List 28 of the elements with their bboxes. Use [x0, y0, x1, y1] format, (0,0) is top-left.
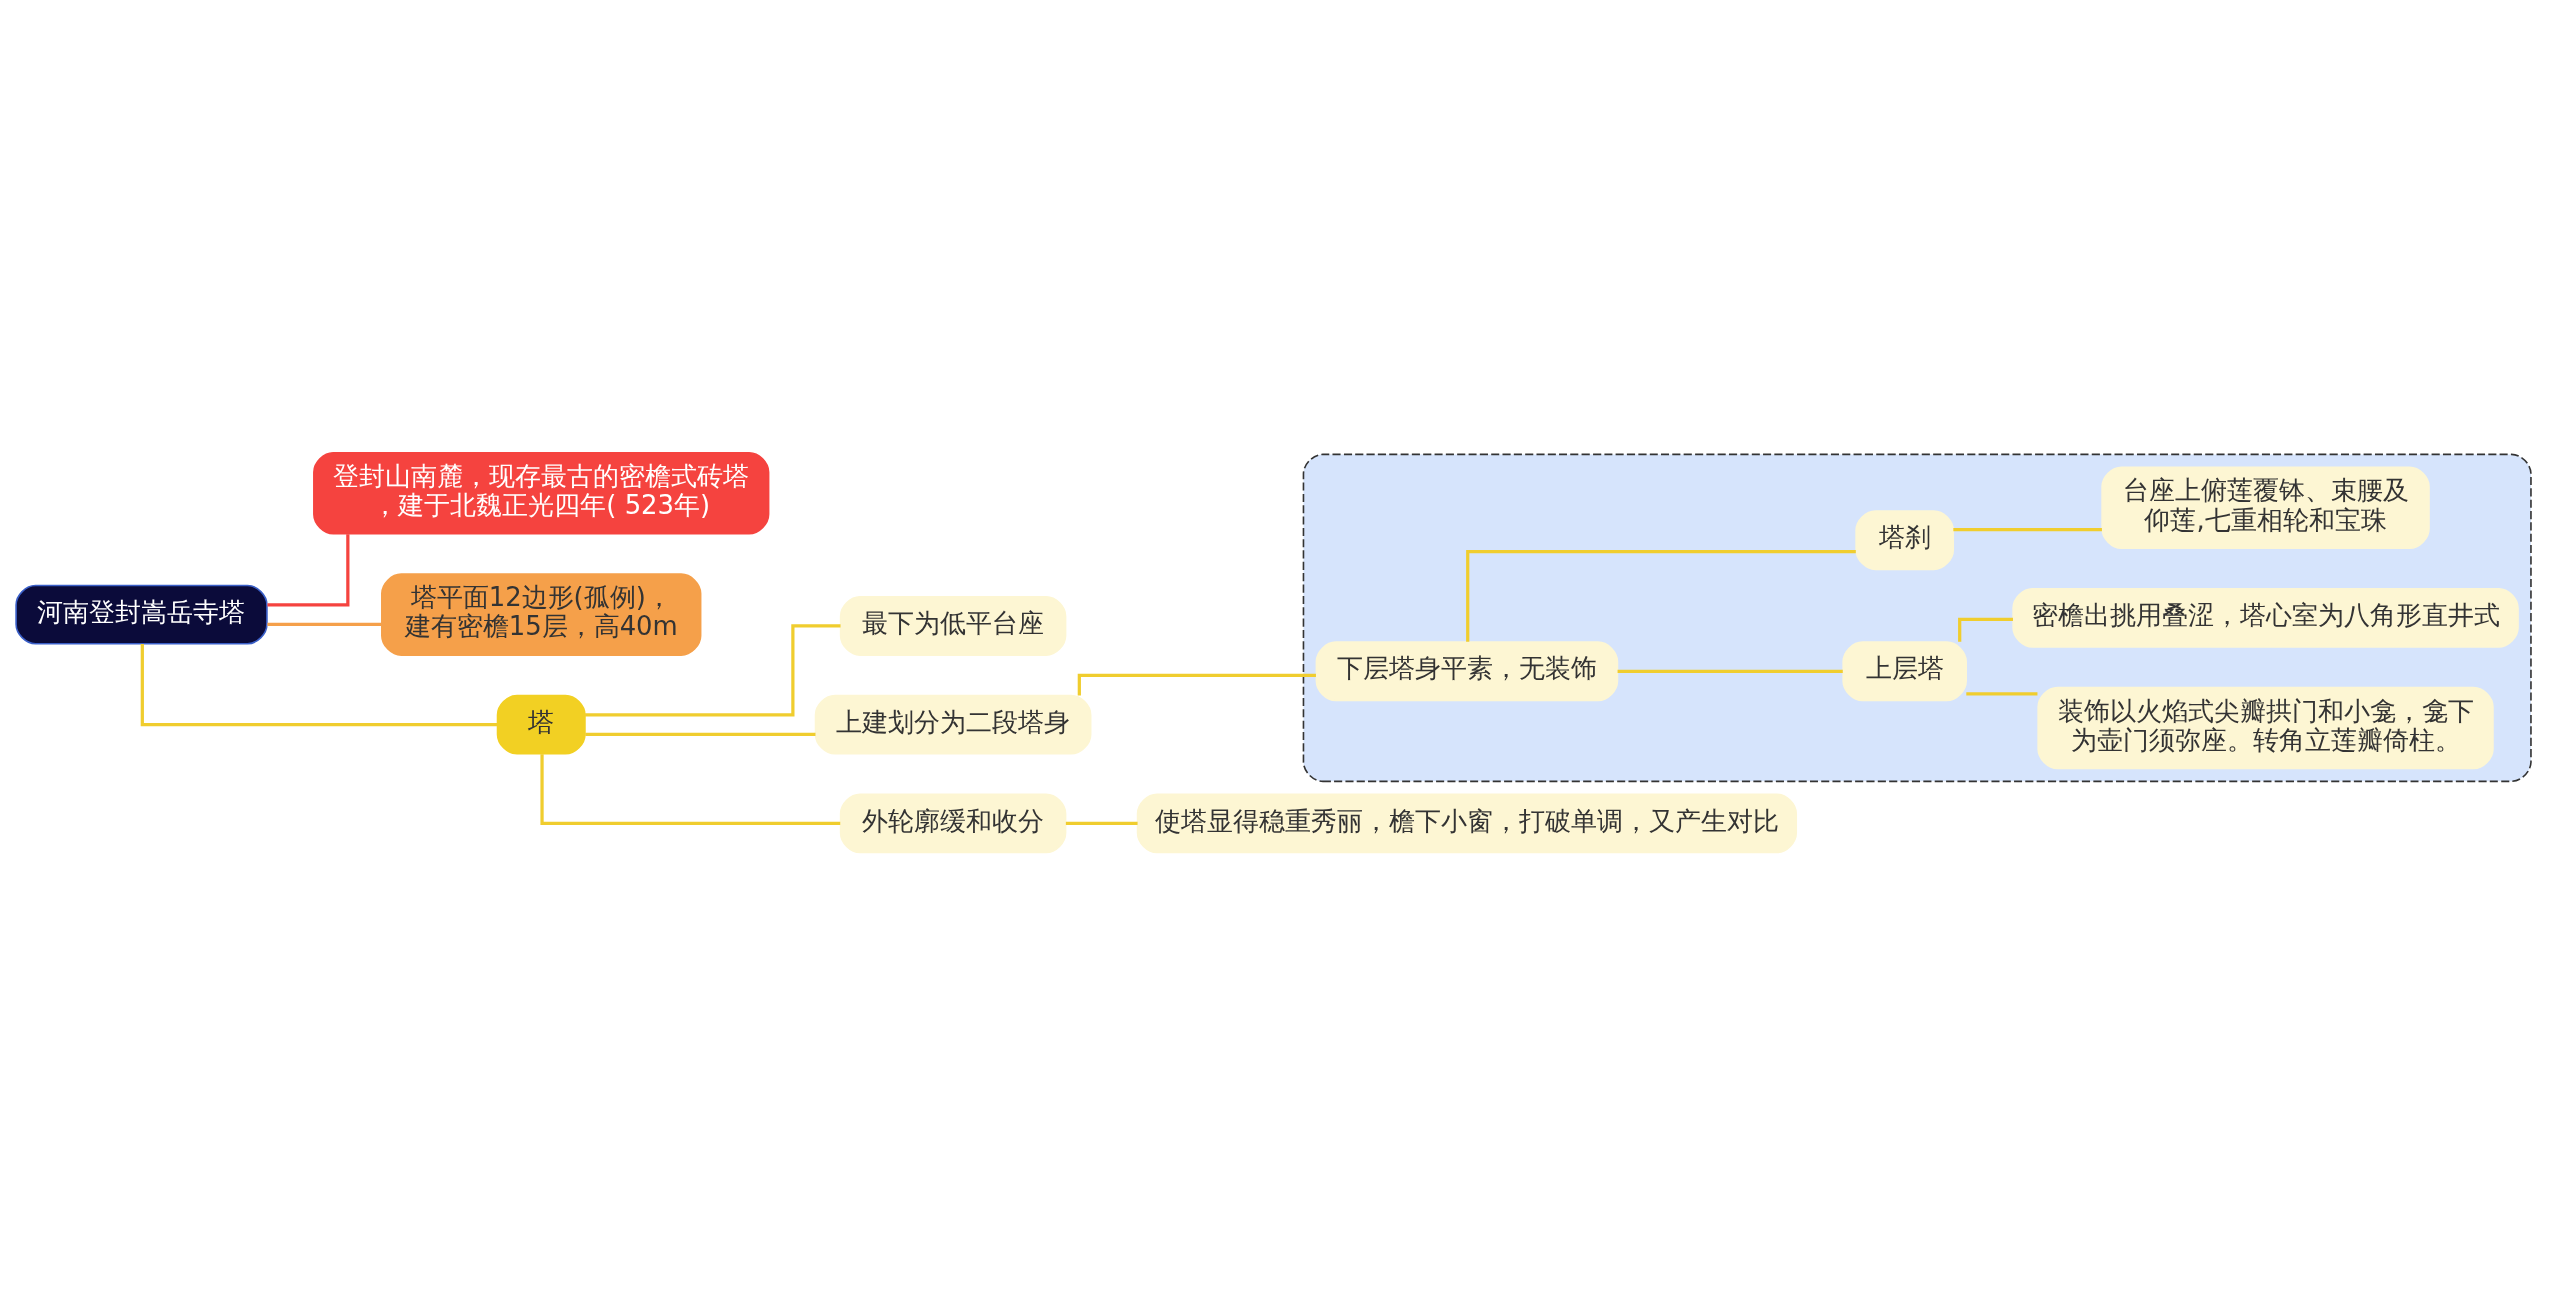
node-box: 外轮廓缓和收分 — [839, 792, 1067, 853]
connector — [1966, 691, 2038, 696]
node-box: 装饰以火焰式尖瓣拱门和小龛，龛下为壶门须弥座。转角立莲瓣倚柱。 — [2037, 686, 2494, 769]
node-box: 台座上俯莲覆钵、束腰及仰莲,七重相轮和宝珠 — [2101, 466, 2430, 549]
connector — [1466, 549, 1856, 642]
connector — [585, 732, 816, 736]
node-box: 使塔显得稳重秀丽，檐下小窗，打破单调，又产生对比 — [1136, 792, 1798, 853]
cluster — [1302, 453, 2532, 782]
connector — [267, 622, 382, 626]
connector — [1065, 821, 1138, 825]
connector — [1958, 617, 2013, 642]
node-box: 最下为低平台座 — [839, 595, 1067, 656]
node-box: 下层塔身平素，无装饰 — [1315, 640, 1619, 701]
connector — [1617, 669, 1843, 673]
node-box: 上层塔 — [1842, 640, 1967, 701]
connector — [267, 533, 350, 607]
node-box: 塔平面12边形(孤例)，建有密檐15层，高40m — [381, 572, 702, 656]
connector — [140, 643, 497, 726]
connector — [540, 753, 841, 825]
node-box: 河南登封嵩岳寺塔 — [15, 584, 268, 645]
connector — [1077, 673, 1316, 695]
node-box: 塔刹 — [1855, 509, 1955, 570]
node-box: 塔 — [496, 694, 586, 755]
node-box: 上建划分为二段塔身 — [814, 694, 1092, 755]
connector — [585, 623, 841, 717]
connector — [1953, 527, 2102, 531]
node-box: 密檐出挑用叠涩，塔心室为八角形直井式 — [2012, 587, 2519, 648]
node-box: 登封山南麓，现存最古的密檐式砖塔，建于北魏正光四年( 523年) — [313, 451, 770, 535]
